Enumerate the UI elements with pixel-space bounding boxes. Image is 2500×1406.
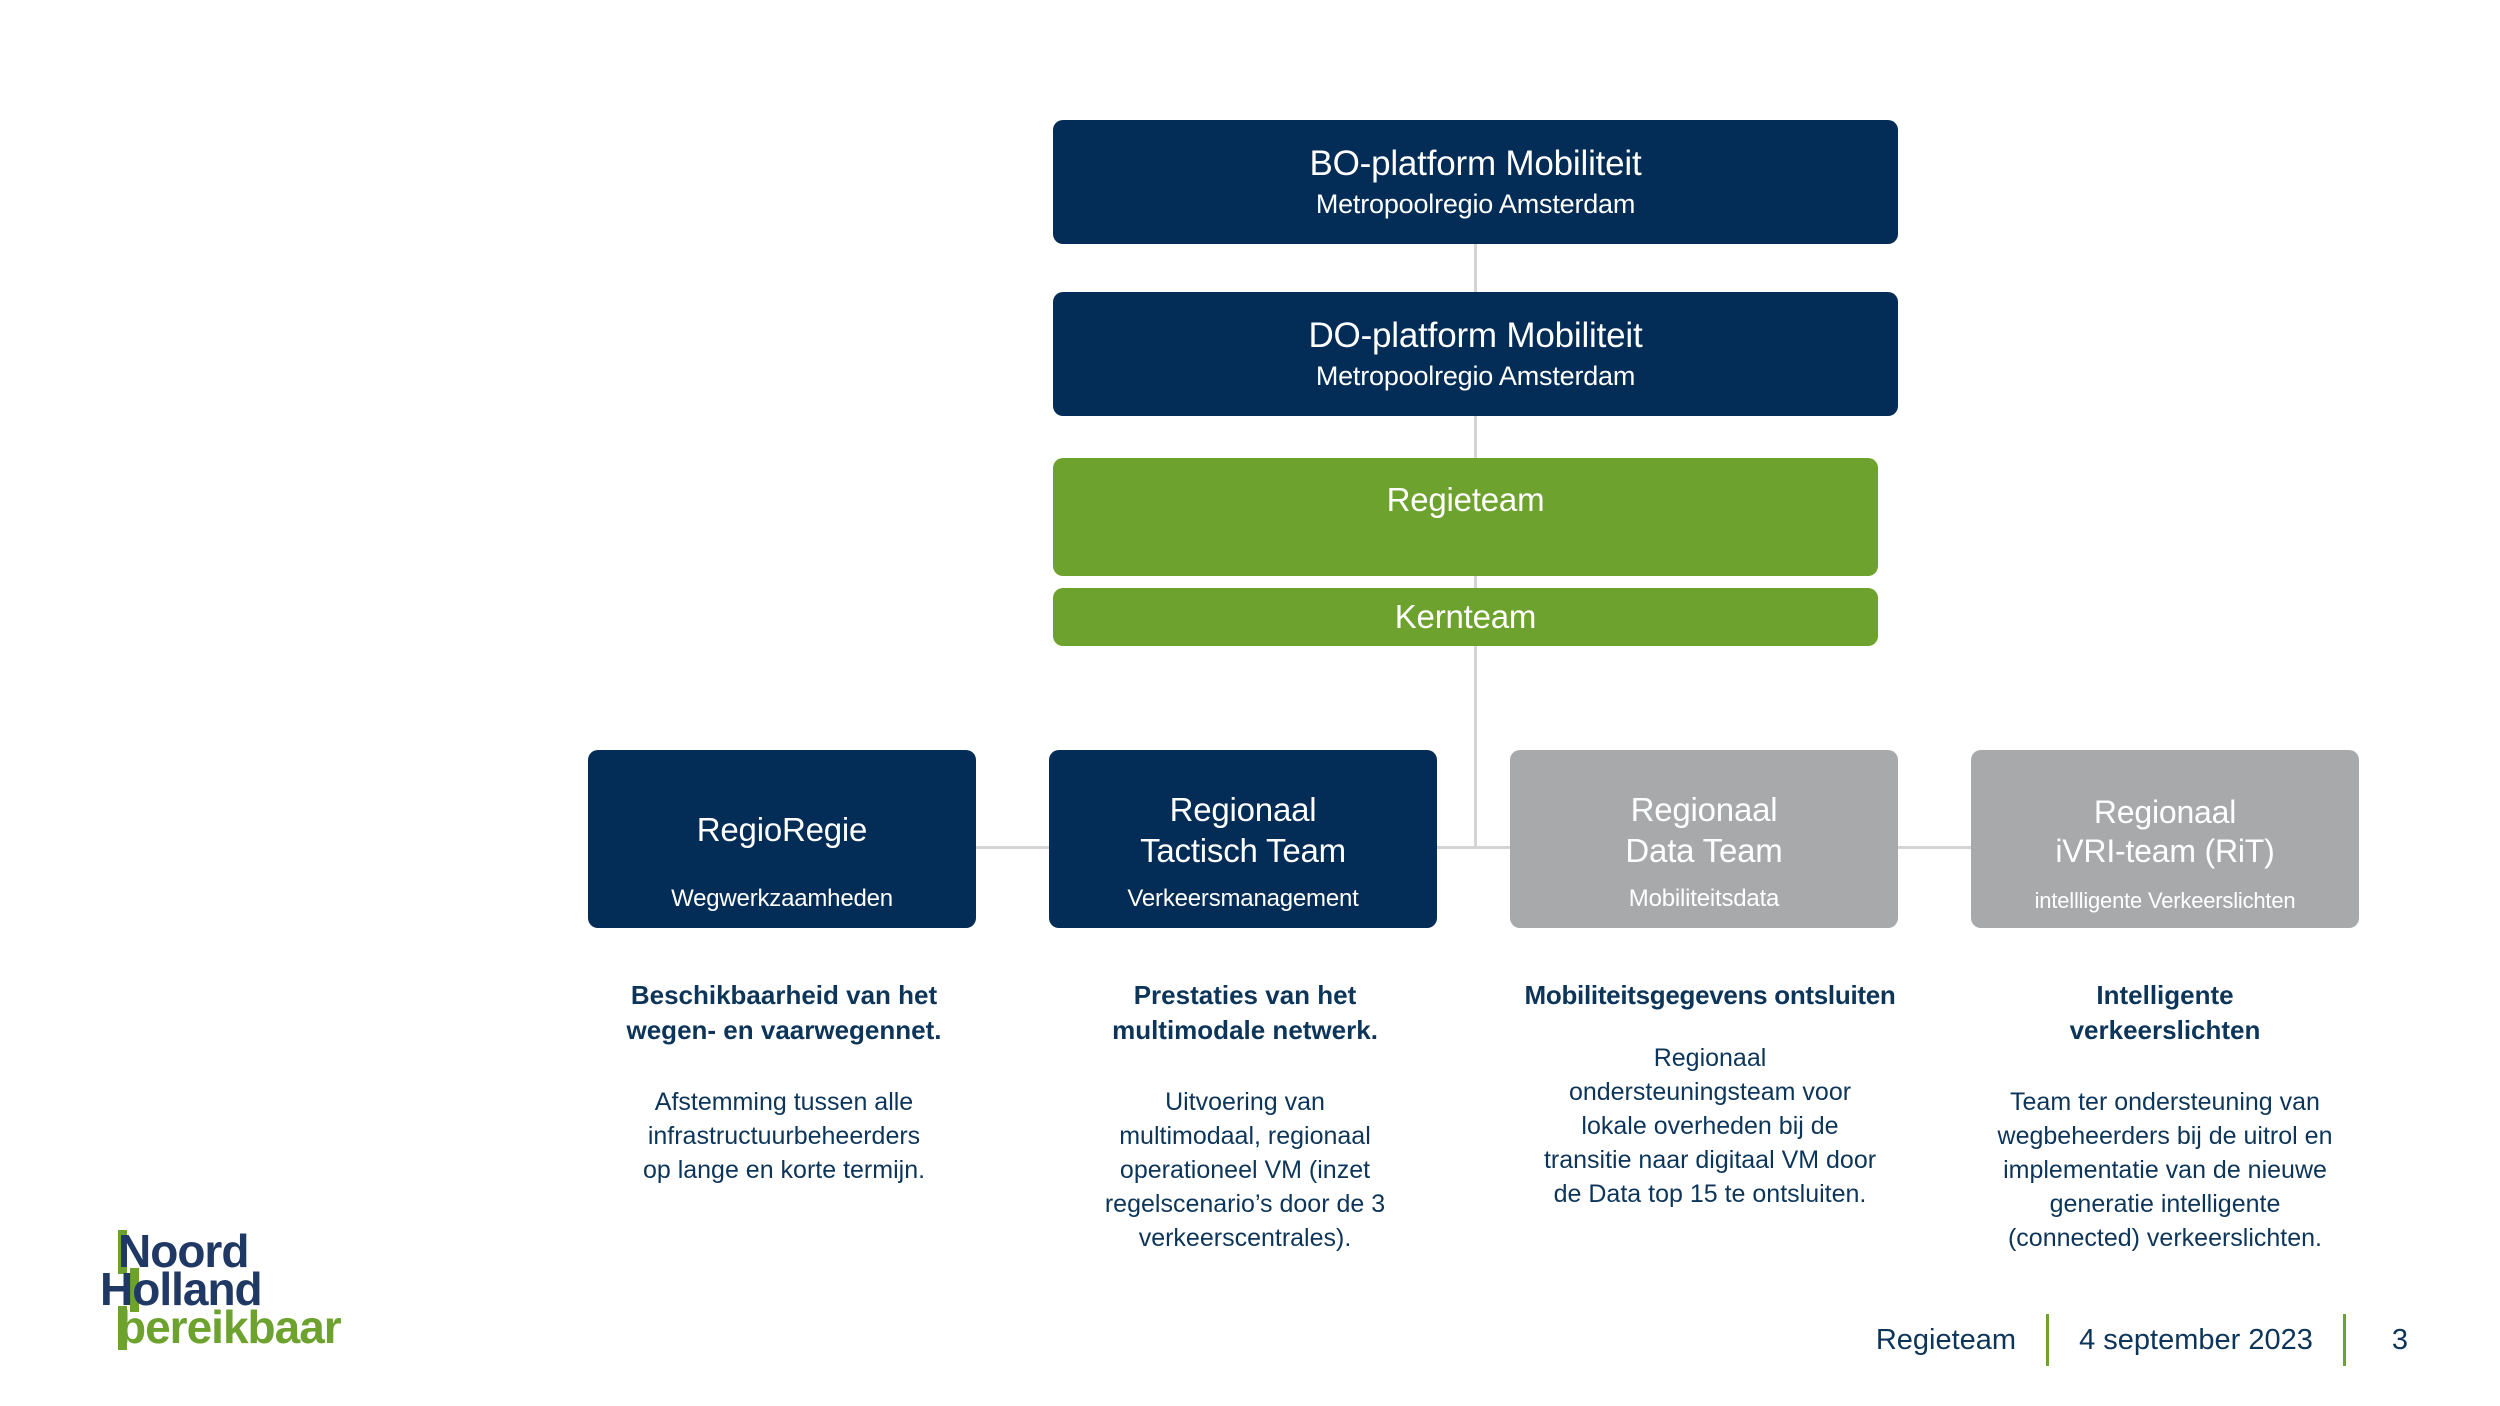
- node-regioregie[interactable]: RegioRegie Wegwerkzaamheden: [588, 750, 976, 928]
- node-regieteam-title: Regieteam: [1386, 481, 1545, 518]
- description-regioregie-heading: Beschikbaarheid van het wegen- en vaarwe…: [626, 980, 942, 1046]
- node-regioregie-title: RegioRegie: [696, 811, 868, 849]
- footer-date-label: 4 september 2023: [2079, 1323, 2313, 1356]
- node-bo-platform-title: BO-platform Mobiliteit: [1309, 144, 1642, 184]
- node-regionaal-tactisch-team[interactable]: Regionaal Tactisch Team Verkeersmanageme…: [1049, 750, 1437, 928]
- node-regionaal-ivri-team[interactable]: Regionaal iVRI-team (RiT) intellligente …: [1971, 750, 2359, 928]
- node-regionaal-data-team[interactable]: Regionaal Data Team Mobiliteitsdata: [1510, 750, 1898, 928]
- node-regionaal-data-team-subtitle: Mobiliteitsdata: [1628, 885, 1780, 913]
- footer-page-number: 3: [2391, 1323, 2408, 1356]
- logo-accent-bar-3: [118, 1306, 127, 1350]
- description-regioregie-body: Afstemming tussen alle infrastructuurbeh…: [642, 1087, 926, 1184]
- description-data-team-body: Regionaal ondersteuningsteam voor lokale…: [1543, 1044, 1877, 1209]
- node-bo-platform[interactable]: BO-platform Mobiliteit Metropoolregio Am…: [1053, 120, 1898, 244]
- description-ivri-team-heading: Intelligente verkeerslichten: [2069, 980, 2261, 1046]
- logo-accent-bar-2: [130, 1268, 139, 1312]
- node-regionaal-ivri-team-title: Regionaal iVRI-team (RiT): [2055, 793, 2275, 869]
- connector-kernteam-trunk: [1474, 646, 1477, 848]
- node-bo-platform-subtitle: Metropoolregio Amsterdam: [1315, 189, 1636, 220]
- node-regionaal-tactisch-team-subtitle: Verkeersmanagement: [1127, 885, 1359, 913]
- node-kernteam[interactable]: Kernteam: [1053, 588, 1878, 646]
- footer-divider-2: [2342, 1314, 2346, 1366]
- description-regioregie: Beschikbaarheid van het wegen- en vaarwe…: [584, 978, 984, 1187]
- connector-do-to-regieteam: [1474, 416, 1477, 458]
- connector-bo-to-do: [1474, 244, 1477, 292]
- footer-meta: Regieteam 4 september 2023 3: [1846, 1314, 2408, 1366]
- connector-horizontal-bus: [782, 846, 2167, 849]
- node-regionaal-ivri-team-subtitle: intellligente Verkeerslichten: [2034, 887, 2296, 913]
- connector-regieteam-to-kernteam: [1474, 576, 1477, 588]
- node-regionaal-tactisch-team-title: Regionaal Tactisch Team: [1140, 791, 1346, 869]
- node-regieteam[interactable]: Regieteam: [1053, 458, 1878, 576]
- description-ivri-team: Intelligente verkeerslichten Team ter on…: [1965, 978, 2365, 1255]
- description-tactisch-team-heading: Prestaties van het multimodale netwerk.: [1112, 980, 1378, 1046]
- description-ivri-team-body: Team ter ondersteuning van wegbeheerders…: [1997, 1087, 2333, 1252]
- description-tactisch-team: Prestaties van het multimodale netwerk. …: [1045, 978, 1445, 1255]
- footer-team-label: Regieteam: [1875, 1323, 2017, 1356]
- logo-line-bereikbaar: bereikbaar: [118, 1301, 342, 1353]
- description-tactisch-team-body: Uitvoering van multimodaal, regionaal op…: [1104, 1087, 1386, 1252]
- logo-line-holland: Holland: [100, 1263, 263, 1315]
- footer-divider-1: [2046, 1314, 2050, 1366]
- node-do-platform-title: DO-platform Mobiliteit: [1308, 316, 1643, 356]
- node-do-platform[interactable]: DO-platform Mobiliteit Metropoolregio Am…: [1053, 292, 1898, 416]
- node-regionaal-data-team-title: Regionaal Data Team: [1625, 791, 1783, 869]
- node-kernteam-title: Kernteam: [1394, 597, 1537, 635]
- logo-accent-bar-1: [118, 1230, 127, 1274]
- node-regioregie-subtitle: Wegwerkzaamheden: [671, 885, 893, 913]
- node-do-platform-subtitle: Metropoolregio Amsterdam: [1315, 361, 1636, 392]
- description-data-team: Mobiliteitsgegevens ontsluiten Regionaal…: [1500, 978, 1920, 1211]
- logo-noord-holland-bereikbaar: Noord Holland bereikbaar: [100, 1225, 370, 1353]
- logo-line-noord: Noord: [118, 1225, 249, 1277]
- description-data-team-heading: Mobiliteitsgegevens ontsluiten: [1524, 980, 1896, 1010]
